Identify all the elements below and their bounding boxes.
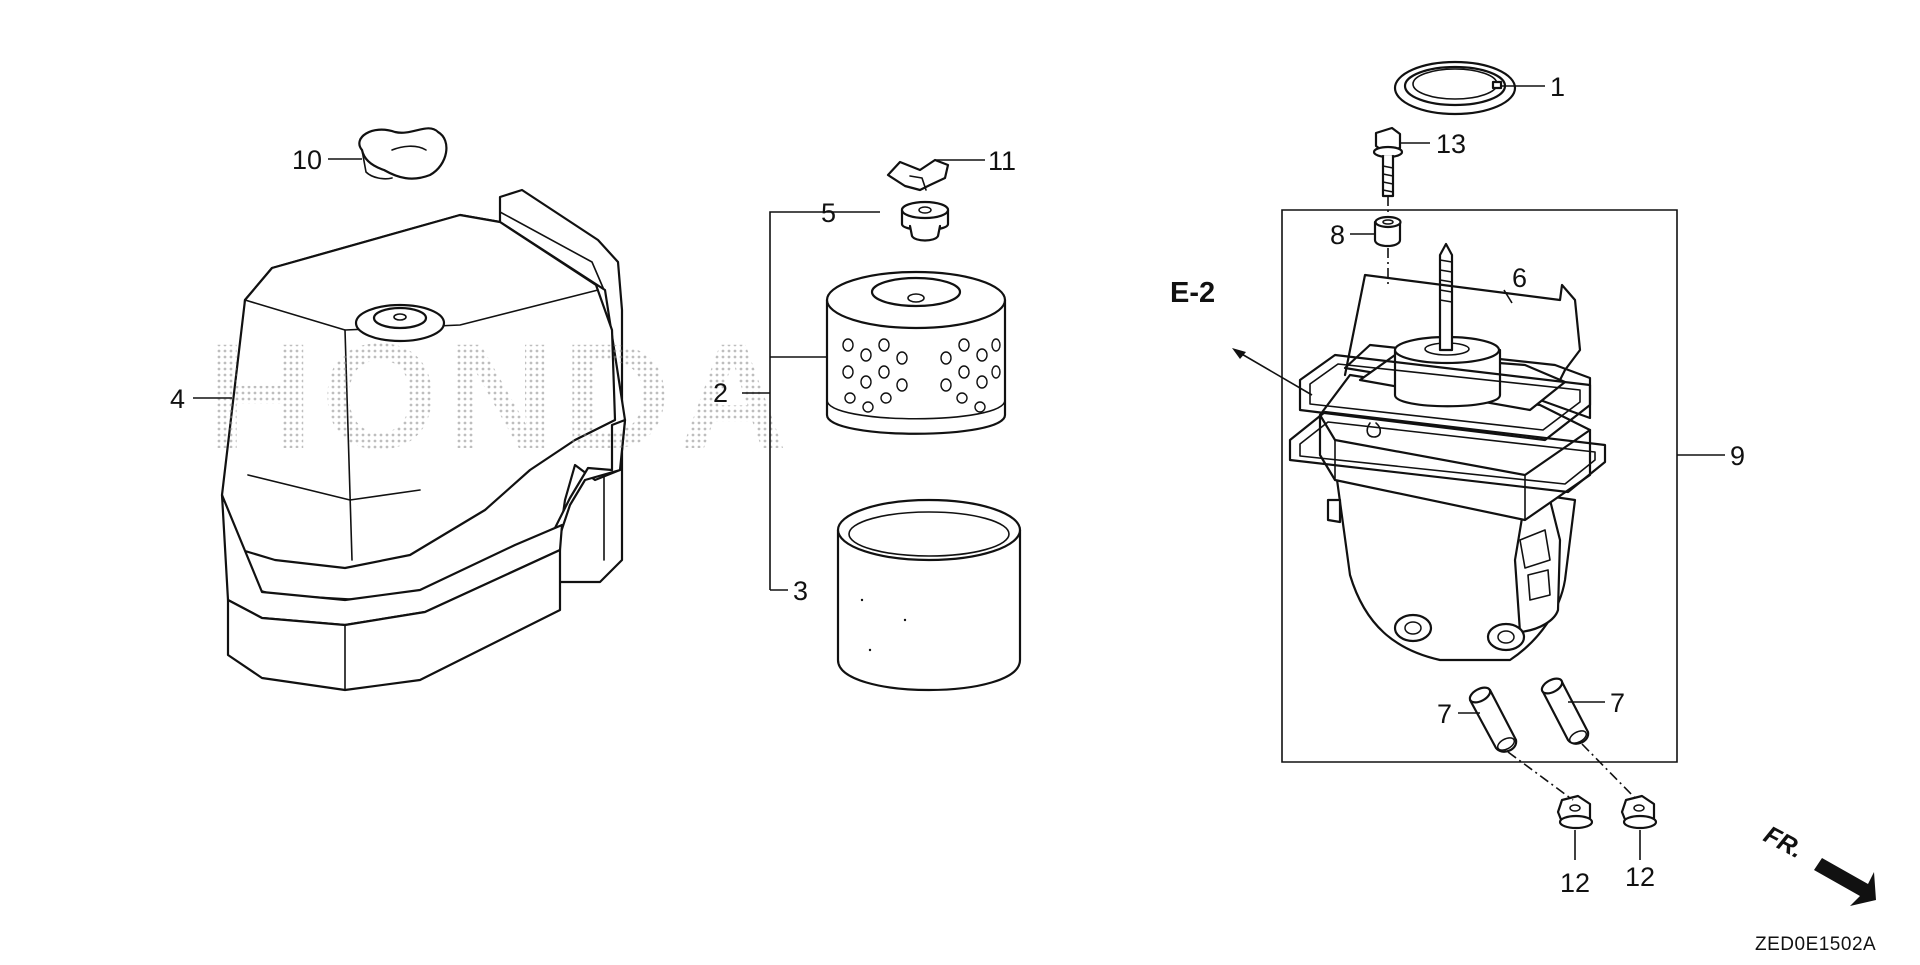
drawing-code: ZED0E1502A	[1755, 934, 1876, 955]
paper-element	[825, 270, 1007, 435]
leader-lines	[193, 85, 1725, 860]
assembly-lines	[1387, 196, 1638, 801]
packing-ring	[1393, 60, 1517, 116]
air-cleaner-cover	[220, 188, 627, 692]
wing-nut	[886, 158, 950, 192]
grommet	[900, 200, 950, 242]
collar	[1373, 215, 1402, 248]
callout-8: 8	[1330, 220, 1345, 250]
callout-11: 11	[988, 146, 1016, 176]
callout-10: 10	[292, 145, 322, 175]
callout-3: 3	[793, 576, 808, 606]
wing-knob	[358, 127, 448, 180]
front-direction-indicator: FR.	[1759, 821, 1876, 906]
callout-6: 6	[1512, 263, 1527, 293]
callout-9: 9	[1730, 441, 1745, 471]
callout-5: 5	[821, 198, 836, 228]
foam-element	[836, 498, 1022, 691]
callout-4: 4	[170, 384, 185, 414]
front-label: FR.	[1759, 821, 1808, 865]
callout-12-right: 12	[1625, 862, 1655, 892]
callout-7-right: 7	[1610, 688, 1625, 718]
air-cleaner-case	[1288, 242, 1607, 662]
flange-nut-left	[1556, 794, 1594, 830]
callout-labels: 1 2 3 4 5 6 7 7 8 9 10 11 12 12 13	[170, 72, 1745, 898]
callout-7-left: 7	[1437, 699, 1452, 729]
callout-13: 13	[1436, 129, 1466, 159]
tube-right	[1540, 677, 1590, 745]
callout-1: 1	[1550, 72, 1565, 102]
callout-12-left: 12	[1560, 868, 1590, 898]
watermark: HONDA	[205, 312, 795, 480]
flange-bolt	[1372, 126, 1404, 198]
flange-nut-right	[1620, 794, 1658, 830]
reference-e2-label: E-2	[1170, 277, 1215, 309]
callout-2: 2	[713, 378, 728, 408]
assembly-box	[1281, 209, 1678, 763]
front-arrow-icon	[1814, 858, 1876, 906]
tube-left	[1468, 686, 1518, 753]
